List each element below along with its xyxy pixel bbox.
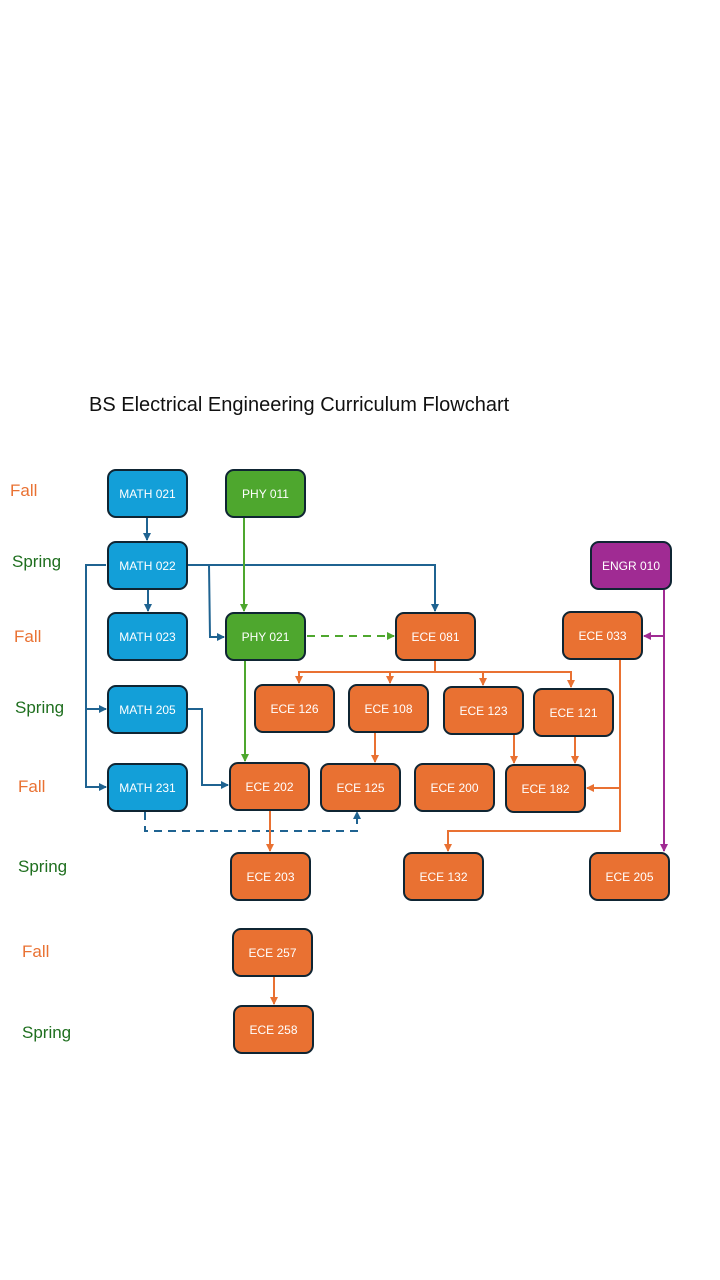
term-label-spring: Spring: [12, 552, 62, 571]
course-label: MATH 021: [119, 486, 176, 501]
course-node-ece081[interactable]: ECE 081: [395, 612, 476, 661]
course-label: ECE 200: [430, 780, 479, 795]
arrow-ece081-to-ece123: [435, 671, 487, 686]
course-node-ece203[interactable]: ECE 203: [230, 852, 311, 901]
arrow-math022-to-math231: [85, 709, 107, 791]
course-node-ece033[interactable]: ECE 033: [562, 611, 643, 660]
course-label: ECE 033: [578, 628, 627, 643]
course-node-math021[interactable]: MATH 021: [107, 469, 188, 518]
course-node-ece257[interactable]: ECE 257: [232, 928, 313, 977]
course-label: ECE 257: [248, 945, 297, 960]
arrow-math205-to-ece202: [188, 708, 229, 789]
arrow-ece081-to-ece121: [483, 671, 575, 688]
course-label: ECE 203: [246, 869, 295, 884]
term-label-fall: Fall: [14, 627, 42, 646]
course-label: ECE 125: [336, 780, 385, 795]
course-node-ece205[interactable]: ECE 205: [589, 852, 670, 901]
course-label: ECE 258: [249, 1022, 298, 1037]
course-node-phy021[interactable]: PHY 021: [225, 612, 306, 661]
course-node-ece258[interactable]: ECE 258: [233, 1005, 314, 1054]
course-label: ECE 205: [605, 869, 654, 884]
course-label: ECE 108: [364, 701, 413, 716]
term-label-spring: Spring: [15, 698, 65, 717]
arrow-math022-to-ece081: [188, 564, 439, 612]
course-label: MATH 205: [119, 702, 176, 717]
course-label: MATH 231: [119, 780, 176, 795]
course-node-engr010[interactable]: ENGR 010: [590, 541, 672, 590]
course-label: ECE 121: [549, 705, 598, 720]
course-node-phy011[interactable]: PHY 011: [225, 469, 306, 518]
course-label: ECE 132: [419, 869, 468, 884]
course-node-ece123[interactable]: ECE 123: [443, 686, 524, 735]
course-node-ece132[interactable]: ECE 132: [403, 852, 484, 901]
arrow-math231-to-ece125: [144, 811, 361, 832]
course-node-ece108[interactable]: ECE 108: [348, 684, 429, 733]
course-node-ece182[interactable]: ECE 182: [505, 764, 586, 813]
course-node-ece121[interactable]: ECE 121: [533, 688, 614, 737]
course-node-math022[interactable]: MATH 022: [107, 541, 188, 590]
arrow-ece033-to-ece132: [444, 788, 621, 852]
flowchart-title: BS Electrical Engineering Curriculum Flo…: [89, 394, 510, 416]
course-node-math231[interactable]: MATH 231: [107, 763, 188, 812]
course-label: ENGR 010: [601, 558, 661, 573]
course-label: ECE 123: [459, 703, 508, 718]
arrow-math022-to-phy021: [208, 564, 225, 641]
course-label: MATH 023: [119, 629, 176, 644]
term-label-spring: Spring: [18, 857, 68, 876]
arrow-math022-to-math205: [85, 564, 107, 713]
course-node-math205[interactable]: MATH 205: [107, 685, 188, 734]
course-label: ECE 081: [411, 629, 460, 644]
course-node-ece126[interactable]: ECE 126: [254, 684, 335, 733]
term-label-spring: Spring: [22, 1023, 72, 1042]
course-label: PHY 021: [241, 629, 290, 644]
course-label: PHY 011: [242, 486, 289, 501]
course-node-ece202[interactable]: ECE 202: [229, 762, 310, 811]
term-label-fall: Fall: [18, 777, 46, 796]
course-label: ECE 202: [245, 779, 294, 794]
course-label: ECE 182: [521, 781, 570, 796]
course-node-math023[interactable]: MATH 023: [107, 612, 188, 661]
course-node-ece125[interactable]: ECE 125: [320, 763, 401, 812]
arrow-ece081-to-ece126: [295, 661, 436, 684]
course-node-ece200[interactable]: ECE 200: [414, 763, 495, 812]
term-label-fall: Fall: [22, 942, 50, 961]
course-label: MATH 022: [119, 558, 176, 573]
course-label: ECE 126: [270, 701, 319, 716]
term-label-fall: Fall: [10, 481, 38, 500]
arrow-engr010-to-ece033: [643, 590, 665, 640]
